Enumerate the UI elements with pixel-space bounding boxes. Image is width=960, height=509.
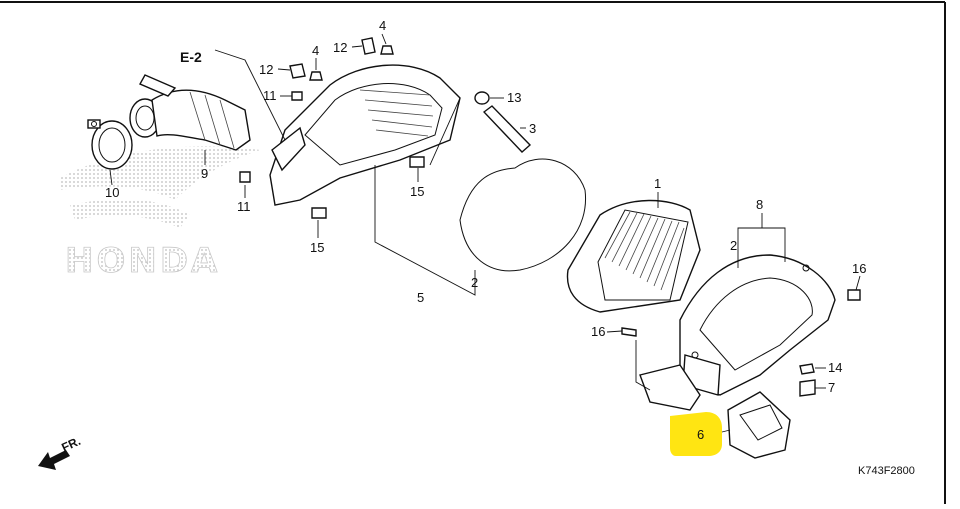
callout-3: 3 (529, 121, 536, 136)
callout-4-upper: 4 (379, 18, 386, 33)
part-8-air-cleaner-cover (679, 254, 836, 396)
callout-4-lower: 4 (312, 43, 319, 58)
honda-wing-logo-lower (70, 199, 190, 228)
part-15-bolt-upper (409, 156, 425, 168)
part-7-clip (799, 379, 816, 397)
small-fasteners-upper (239, 37, 425, 219)
callout-2-gasket: 2 (471, 275, 478, 290)
front-arrow-icon (38, 450, 70, 470)
callout-2-cover: 2 (730, 238, 737, 253)
part-4-nut-lower (309, 71, 323, 81)
honda-watermark: HONDA (60, 146, 260, 281)
part-16-bolt-right (847, 289, 861, 301)
callout-13: 13 (507, 90, 521, 105)
callout-11-upper: 11 (263, 88, 277, 103)
part-11-bolt-lower (239, 171, 251, 183)
honda-wordmark: HONDA (65, 241, 220, 281)
honda-wing-logo (60, 146, 260, 200)
callout-16-right: 16 (852, 261, 866, 276)
callout-7: 7 (828, 380, 835, 395)
part-6-duct (639, 364, 791, 459)
part-13-clip (474, 91, 490, 105)
callout-10: 10 (105, 185, 119, 200)
part-5-air-cleaner-case (269, 64, 461, 206)
callout-14: 14 (828, 360, 842, 375)
part-15-bolt-lower (311, 207, 327, 219)
part-2-seal-gasket (459, 158, 587, 272)
part-3-drain-tube (474, 91, 532, 153)
part-12-clip-lower (289, 63, 306, 79)
part-16-bolt-left (621, 327, 637, 337)
front-label: FR. (59, 434, 82, 455)
highlight-callout-6 (670, 412, 722, 456)
callout-12-lower: 12 (259, 62, 273, 77)
part-11-bolt-upper (291, 91, 303, 101)
part-10-clamp (87, 119, 133, 170)
callout-9: 9 (201, 166, 208, 181)
leader-lines (109, 33, 861, 434)
callout-5: 5 (417, 290, 424, 305)
leader-e2 (214, 49, 286, 141)
callout-1: 1 (654, 176, 661, 191)
callout-16-left: 16 (591, 324, 605, 339)
part-1-air-filter (566, 199, 701, 313)
leader-8-bracket (737, 227, 786, 268)
callout-8: 8 (756, 197, 763, 212)
callout-15-lower: 15 (310, 240, 324, 255)
callout-12-upper: 12 (333, 40, 347, 55)
part-14-screw (799, 363, 815, 375)
callout-ref-e2: E-2 (180, 49, 202, 65)
part-12-clip-upper (361, 37, 376, 55)
part-4-nut-upper (380, 45, 394, 55)
callout-11-lower: 11 (237, 199, 251, 214)
callout-labels: E-2 10 9 4 4 12 12 11 11 15 15 13 3 5 2 … (105, 18, 866, 442)
front-direction-marker: FR. (38, 434, 83, 470)
callout-15-upper: 15 (410, 184, 424, 199)
catalog-code: K743F2800 (858, 465, 915, 477)
leader-5-bracket (374, 165, 476, 296)
callout-6: 6 (697, 427, 704, 442)
part-9-intake-tube (129, 74, 251, 151)
